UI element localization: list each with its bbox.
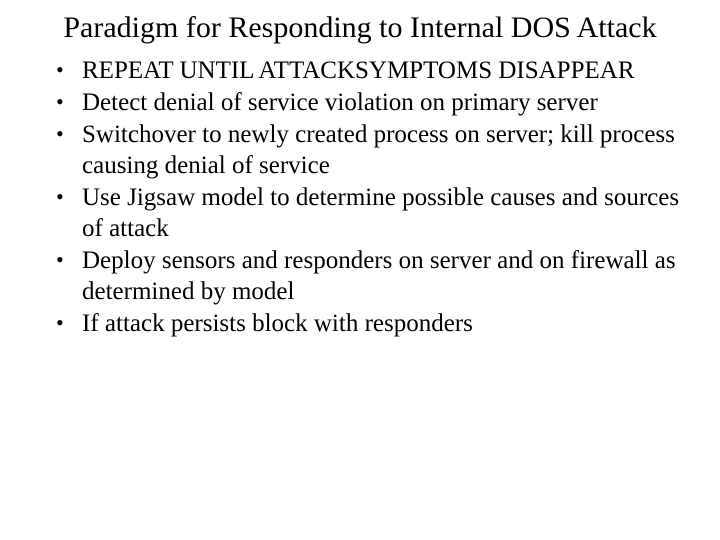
page-title: Paradigm for Responding to Internal DOS … [63, 11, 657, 44]
list-item: Use Jigsaw model to determine possible c… [46, 182, 706, 244]
bullet-list: REPEAT UNTIL ATTACKSYMPTOMS DISAPPEAR De… [0, 55, 720, 339]
list-item: Detect denial of service violation on pr… [46, 87, 706, 118]
list-item: If attack persists block with responders [46, 308, 706, 339]
list-item: Deploy sensors and responders on server … [46, 245, 706, 307]
list-item: Switchover to newly created process on s… [46, 119, 706, 181]
list-item: REPEAT UNTIL ATTACKSYMPTOMS DISAPPEAR [46, 55, 706, 86]
